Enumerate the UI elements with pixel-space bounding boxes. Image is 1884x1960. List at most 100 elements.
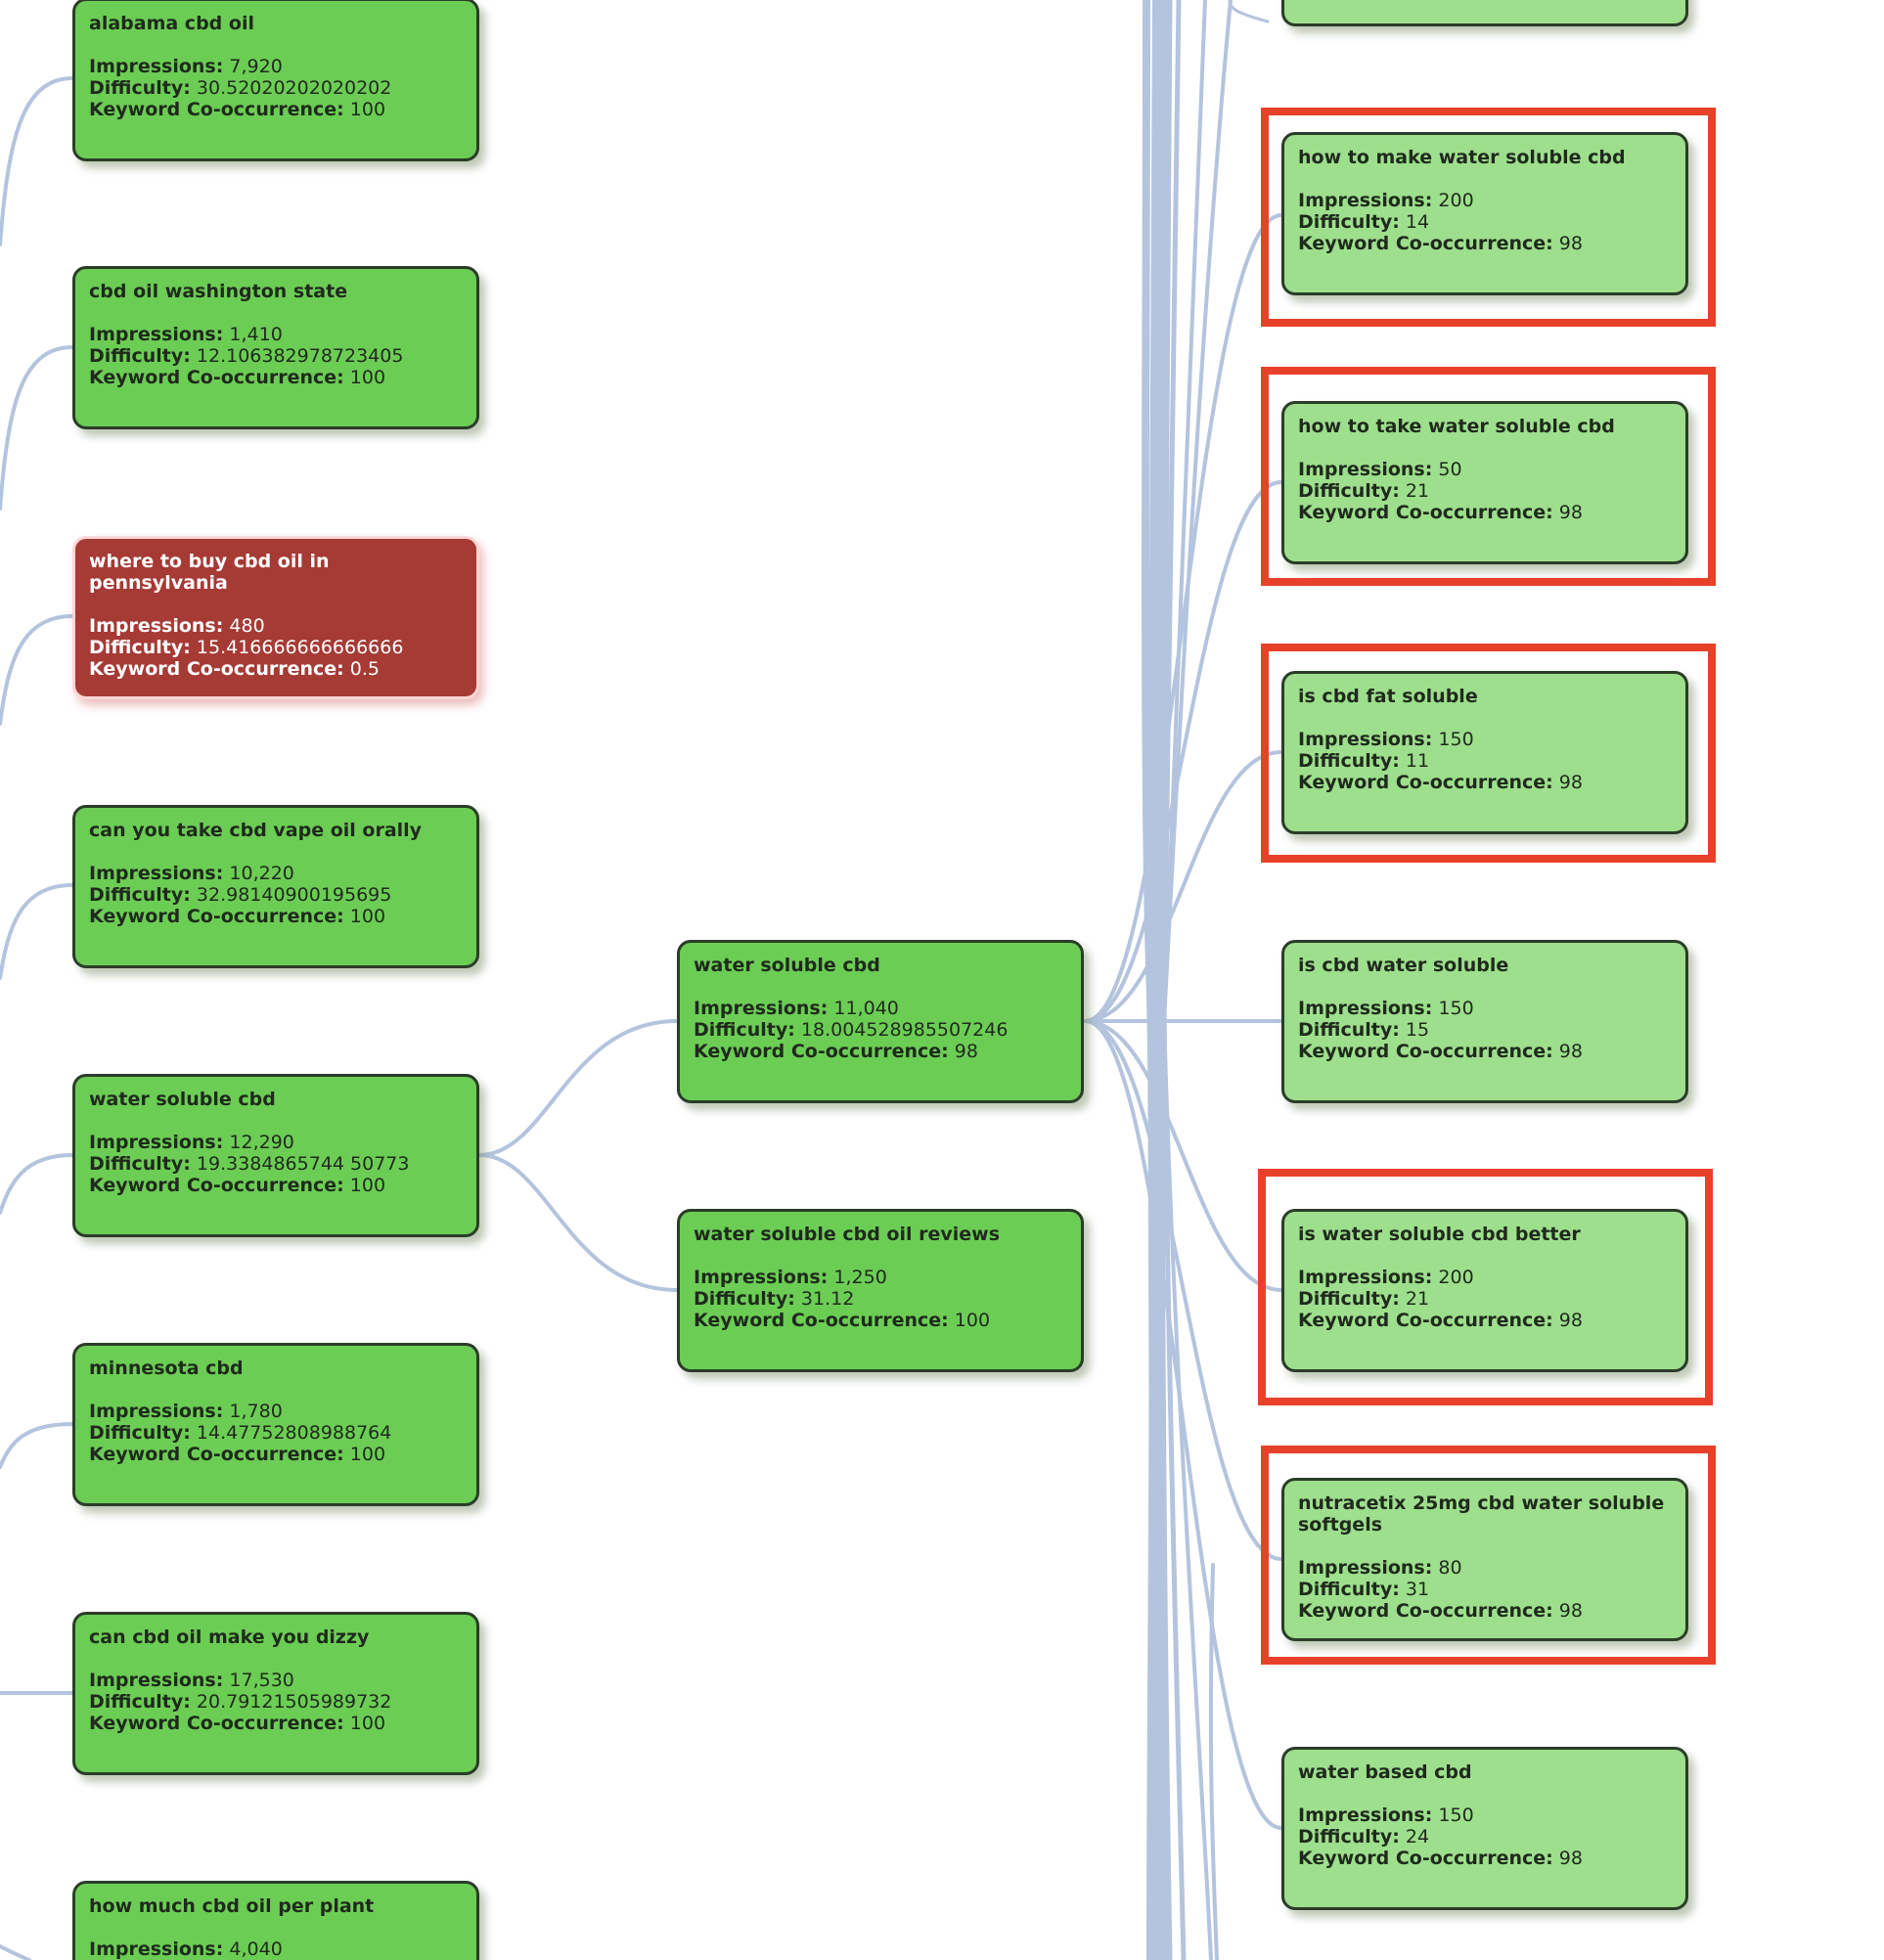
impressions-label: Impressions: (1298, 1804, 1433, 1826)
keyword-node[interactable]: how much cbd oil per plant Impressions: … (72, 1881, 479, 1960)
impressions-value: 10,220 (229, 863, 294, 884)
cooccurrence-value: 100 (349, 367, 386, 388)
node-title: how much cbd oil per plant (89, 1895, 375, 1917)
cooccurrence-label: Keyword Co-occurrence: (1298, 1310, 1553, 1331)
keyword-node-partial[interactable] (1281, 0, 1688, 26)
node-title: can cbd oil make you dizzy (89, 1626, 370, 1648)
cooccurrence-value: 100 (349, 99, 386, 120)
difficulty-value: 14 (1405, 211, 1430, 233)
impressions-label: Impressions: (1298, 729, 1433, 750)
impressions-label: Impressions: (1298, 1267, 1433, 1288)
impressions-value: 150 (1438, 998, 1474, 1019)
keyword-node[interactable]: nutracetix 25mg cbd water soluble softge… (1281, 1478, 1688, 1641)
impressions-value: 12,290 (229, 1132, 294, 1153)
impressions-value: 1,410 (229, 324, 283, 345)
node-title: how to take water soluble cbd (1298, 416, 1615, 437)
keyword-node[interactable]: is cbd fat soluble Impressions: 150 Diff… (1281, 671, 1688, 834)
impressions-value: 200 (1438, 1267, 1474, 1288)
cooccurrence-label: Keyword Co-occurrence: (89, 1713, 344, 1734)
cooccurrence-label: Keyword Co-occurrence: (89, 906, 344, 927)
difficulty-label: Difficulty: (694, 1288, 795, 1310)
difficulty-label: Difficulty: (1298, 211, 1400, 233)
keyword-node[interactable]: is water soluble cbd better Impressions:… (1281, 1209, 1688, 1372)
node-title: water soluble cbd oil reviews (694, 1224, 1001, 1245)
difficulty-value: 31.12 (800, 1288, 855, 1310)
node-title: alabama cbd oil (89, 13, 254, 34)
cooccurrence-value: 100 (349, 1175, 386, 1196)
impressions-label: Impressions: (89, 324, 224, 345)
keyword-node[interactable]: water soluble cbd Impressions: 11,040 Di… (677, 940, 1084, 1103)
impressions-value: 200 (1438, 190, 1474, 211)
impressions-label: Impressions: (694, 998, 829, 1019)
cooccurrence-label: Keyword Co-occurrence: (89, 1175, 344, 1196)
cooccurrence-value: 98 (954, 1041, 978, 1062)
difficulty-label: Difficulty: (89, 1422, 191, 1444)
impressions-label: Impressions: (1298, 998, 1433, 1019)
keyword-node[interactable]: can you take cbd vape oil orally Impress… (72, 805, 479, 968)
impressions-label: Impressions: (694, 1267, 829, 1288)
node-title: how to make water soluble cbd (1298, 147, 1626, 168)
cooccurrence-label: Keyword Co-occurrence: (1298, 1041, 1553, 1062)
cooccurrence-label: Keyword Co-occurrence: (1298, 233, 1553, 254)
node-title: is cbd water soluble (1298, 955, 1509, 976)
cooccurrence-label: Keyword Co-occurrence: (694, 1041, 949, 1062)
cooccurrence-value: 98 (1558, 1848, 1583, 1869)
cooccurrence-value: 98 (1558, 233, 1583, 254)
impressions-value: 4,040 (229, 1938, 283, 1960)
keyword-node-flagged[interactable]: where to buy cbd oil in pennsylvania Imp… (72, 536, 479, 699)
cooccurrence-value: 98 (1558, 1600, 1583, 1622)
impressions-value: 17,530 (229, 1670, 294, 1691)
difficulty-label: Difficulty: (1298, 750, 1400, 772)
keyword-node[interactable]: water based cbd Impressions: 150 Difficu… (1281, 1747, 1688, 1910)
impressions-label: Impressions: (1298, 1557, 1433, 1579)
difficulty-value: 20.79121505989732 (196, 1691, 392, 1713)
node-title: is water soluble cbd better (1298, 1224, 1581, 1245)
cooccurrence-value: 98 (1558, 772, 1583, 793)
keyword-node[interactable]: minnesota cbd Impressions: 1,780 Difficu… (72, 1343, 479, 1506)
impressions-value: 150 (1438, 729, 1474, 750)
keyword-node[interactable]: how to take water soluble cbd Impression… (1281, 401, 1688, 564)
difficulty-label: Difficulty: (89, 637, 191, 658)
cooccurrence-label: Keyword Co-occurrence: (89, 658, 344, 680)
difficulty-value: 11 (1405, 750, 1430, 772)
cooccurrence-value: 100 (349, 1713, 386, 1734)
node-title: minnesota cbd (89, 1358, 244, 1379)
keyword-node[interactable]: how to make water soluble cbd Impression… (1281, 132, 1688, 295)
node-title: nutracetix 25mg cbd water soluble softge… (1298, 1492, 1665, 1536)
impressions-label: Impressions: (89, 1670, 224, 1691)
impressions-value: 80 (1438, 1557, 1462, 1579)
impressions-value: 1,780 (229, 1401, 283, 1422)
impressions-value: 1,250 (833, 1267, 887, 1288)
difficulty-label: Difficulty: (1298, 1019, 1400, 1041)
difficulty-value: 21 (1405, 480, 1430, 502)
keyword-node[interactable]: cbd oil washington state Impressions: 1,… (72, 266, 479, 429)
difficulty-value: 21 (1405, 1288, 1430, 1310)
impressions-label: Impressions: (1298, 190, 1433, 211)
impressions-label: Impressions: (1298, 459, 1433, 480)
difficulty-value: 30.52020202020202 (196, 77, 392, 99)
keyword-node[interactable]: can cbd oil make you dizzy Impressions: … (72, 1612, 479, 1775)
keyword-node[interactable]: water soluble cbd oil reviews Impression… (677, 1209, 1084, 1372)
cooccurrence-label: Keyword Co-occurrence: (89, 1444, 344, 1465)
node-title: water soluble cbd (89, 1089, 276, 1110)
cooccurrence-value: 98 (1558, 1041, 1583, 1062)
keyword-node[interactable]: is cbd water soluble Impressions: 150 Di… (1281, 940, 1688, 1103)
difficulty-label: Difficulty: (1298, 1826, 1400, 1848)
keyword-node[interactable]: water soluble cbd Impressions: 12,290 Di… (72, 1074, 479, 1237)
keyword-node[interactable]: alabama cbd oil Impressions: 7,920 Diffi… (72, 0, 479, 161)
cooccurrence-label: Keyword Co-occurrence: (1298, 1848, 1553, 1869)
cooccurrence-label: Keyword Co-occurrence: (89, 99, 344, 120)
difficulty-value: 32.98140900195695 (196, 884, 392, 906)
difficulty-value: 15.416666666666666 (196, 637, 404, 658)
impressions-label: Impressions: (89, 1401, 224, 1422)
impressions-value: 150 (1438, 1804, 1474, 1826)
difficulty-label: Difficulty: (1298, 1579, 1400, 1600)
difficulty-value: 24 (1405, 1826, 1430, 1848)
cooccurrence-value: 100 (349, 906, 386, 927)
difficulty-label: Difficulty: (89, 1153, 191, 1175)
difficulty-value: 18.004528985507246 (800, 1019, 1009, 1041)
node-title: is cbd fat soluble (1298, 686, 1478, 707)
node-title: water soluble cbd (694, 955, 880, 976)
difficulty-label: Difficulty: (89, 345, 191, 367)
difficulty-value: 12.106382978723405 (196, 345, 404, 367)
